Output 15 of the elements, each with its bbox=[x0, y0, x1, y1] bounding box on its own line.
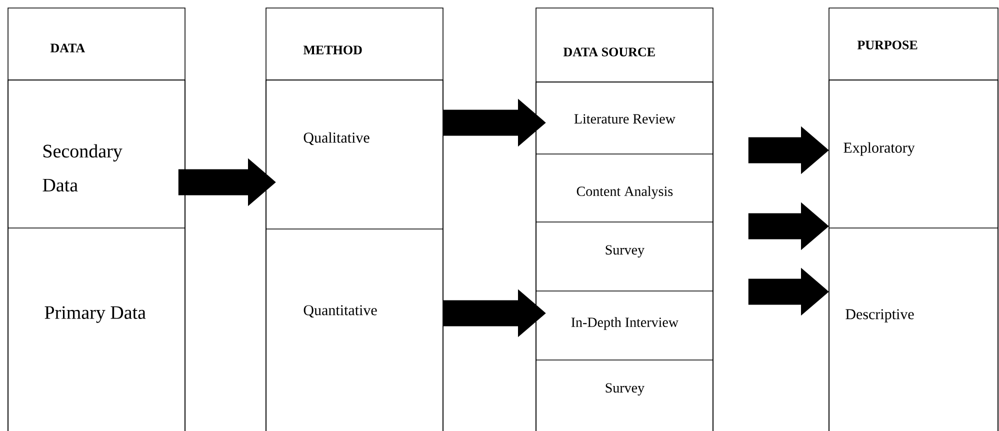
table-cell: Secondary Data bbox=[8, 80, 186, 228]
table-cell: Content Analysis bbox=[536, 154, 714, 222]
column-header: DATA SOURCE bbox=[563, 48, 655, 56]
table-cell: Survey bbox=[536, 360, 714, 431]
table-cell: In-Depth Interview bbox=[536, 290, 714, 360]
table-cell: Quantitative bbox=[266, 228, 444, 431]
table-cell: Descriptive bbox=[828, 228, 998, 431]
table-cell: Exploratory bbox=[828, 80, 998, 228]
table-cell: Survey bbox=[536, 222, 714, 292]
table-cell: Primary Data bbox=[8, 228, 186, 431]
column-header: METHOD bbox=[303, 46, 362, 54]
column-header: PURPOSE bbox=[857, 40, 918, 50]
table-cell: Literature Review bbox=[536, 82, 714, 154]
table-cell: Qualitative bbox=[266, 80, 444, 230]
column-header: DATA bbox=[50, 44, 86, 52]
